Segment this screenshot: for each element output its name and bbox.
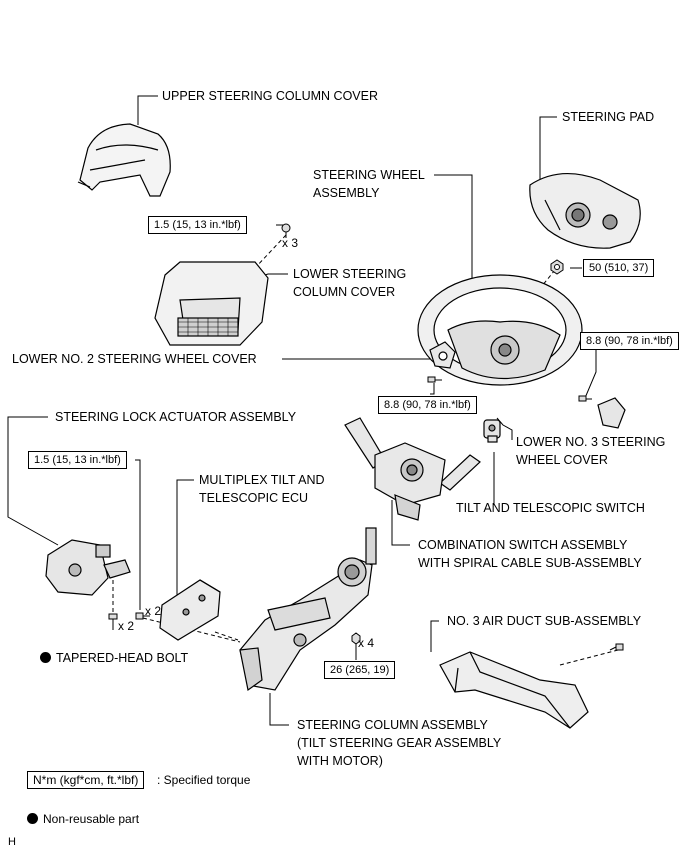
- label-multiplex-tilt-telescopic-ecu: MULTIPLEX TILT AND TELESCOPIC ECU: [199, 473, 325, 505]
- cover-screw: [281, 223, 291, 238]
- non-reusable-legend-dot-icon: [27, 813, 38, 824]
- torque-box-lock-bolt: 1.5 (15, 13 in.*lbf): [28, 451, 127, 469]
- label-steering-column-assembly: STEERING COLUMN ASSEMBLY (TILT STEERING …: [297, 718, 502, 768]
- leader-steering-wheel: [434, 174, 473, 288]
- label-lower-steering-column-cover: LOWER STEERING COLUMN COVER: [293, 267, 407, 299]
- torque-box-no3-screw: 8.8 (90, 78 in.*lbf): [580, 332, 679, 350]
- label-tapered-head-bolt: TAPERED-HEAD BOLT: [40, 649, 188, 667]
- leader-combination: [391, 500, 410, 546]
- tapered-head-bolt: [108, 613, 118, 630]
- label-combination-switch-assembly: COMBINATION SWITCH ASSEMBLY WITH SPIRAL …: [418, 538, 642, 570]
- leader-torque-t4: [430, 383, 435, 395]
- lower-no2-steering-wheel-cover: [429, 341, 456, 369]
- multiplex-tilt-telescopic-ecu: [159, 579, 221, 641]
- no3-air-duct-sub-assembly: [439, 651, 589, 729]
- leader-torque-t3: [584, 346, 597, 399]
- non-reusable-dot-icon: [40, 652, 51, 663]
- wheel-nut: [550, 259, 564, 275]
- label-tilt-telescopic-switch: TILT AND TELESCOPIC SWITCH: [456, 501, 645, 515]
- legend-torque-text: : Specified torque: [157, 773, 251, 787]
- label-upper-steering-column-cover: UPPER STEERING COLUMN COVER: [162, 89, 379, 103]
- quantity-ecu-screw: x 2: [145, 604, 162, 618]
- legend-non-reusable: Non-reusable part: [27, 810, 139, 828]
- ecu-screw: [135, 612, 150, 620]
- air-duct-screw: [609, 643, 624, 651]
- steering-wheel-assembly: [417, 274, 583, 386]
- steering-lock-actuator-assembly: [45, 539, 131, 596]
- label-lower-no2-steering-wheel-cover: LOWER NO. 2 STEERING WHEEL COVER: [12, 352, 257, 366]
- leader-steering-column: [269, 693, 289, 726]
- leader-upper-cover: [137, 95, 158, 125]
- label-steering-pad: STEERING PAD: [562, 110, 655, 124]
- figure-code: H: [8, 836, 16, 848]
- leader-steering-pad: [539, 116, 557, 185]
- tilt-telescopic-switch: [483, 419, 501, 443]
- label-steering-wheel-assembly: STEERING WHEEL ASSEMBLY: [313, 168, 425, 200]
- label-lower-no3-steering-wheel-cover: LOWER NO. 3 STEERING WHEEL COVER: [516, 435, 666, 467]
- quantity-tapered-bolt: x 2: [118, 619, 135, 633]
- quantity-column-bolt: x 4: [358, 636, 375, 650]
- upper-steering-column-cover: [77, 123, 171, 197]
- steering-pad: [529, 172, 641, 249]
- leader-multiplex: [176, 479, 194, 600]
- label-steering-lock-actuator-assembly: STEERING LOCK ACTUATOR ASSEMBLY: [55, 410, 297, 424]
- column-bolt: [351, 632, 361, 645]
- legend-torque-box: N*m (kgf*cm, ft.*lbf): [27, 771, 145, 789]
- wheel-cover-screw-right: [578, 395, 592, 402]
- leader-torque-t5: [135, 459, 141, 610]
- legend-non-reusable-text: Non-reusable part: [43, 812, 140, 826]
- tapered-head-bolt-text: TAPERED-HEAD BOLT: [56, 651, 189, 665]
- leader-air-duct: [430, 620, 439, 652]
- steering-column-assembly: [239, 527, 377, 692]
- lower-steering-column-cover: [154, 261, 269, 346]
- lower-no3-steering-wheel-cover: [597, 397, 626, 429]
- combination-switch-assembly: [344, 417, 481, 521]
- torque-box-column-bolt: 26 (265, 19): [324, 661, 396, 679]
- label-no3-air-duct: NO. 3 AIR DUCT SUB-ASSEMBLY: [447, 614, 642, 628]
- torque-box-wheel-nut: 50 (510, 37): [583, 259, 655, 277]
- quantity-cover-screw: x 3: [282, 236, 299, 250]
- leader-lock-actuator: [7, 416, 59, 546]
- torque-box-no2-screw: 8.8 (90, 78 in.*lbf): [378, 396, 477, 414]
- wheel-cover-screw-left: [427, 376, 442, 383]
- torque-box-upper-screw: 1.5 (15, 13 in.*lbf): [148, 216, 247, 234]
